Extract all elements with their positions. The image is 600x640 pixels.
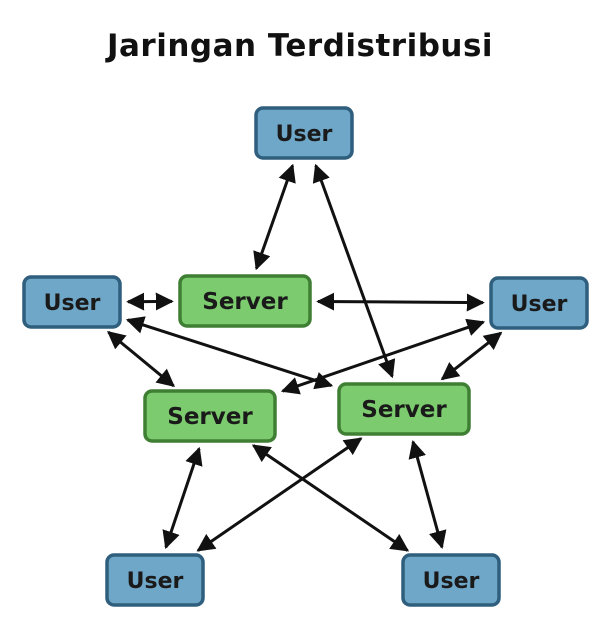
user-bottom-left-box: [105, 553, 205, 607]
arrow-server-right-user-bottom-left: [196, 437, 363, 552]
user-left-box: [22, 275, 122, 329]
user-right-label: User: [511, 292, 568, 317]
node-user-left: User: [22, 275, 122, 329]
arrow-user-top-server-right: [312, 163, 396, 379]
node-user-right: User: [489, 276, 589, 330]
server-top-box: [178, 274, 312, 328]
node-server-right: Server: [337, 382, 471, 436]
node-user-top: User: [254, 106, 354, 160]
arrow-user-top-server-top: [253, 163, 296, 271]
node-server-left: Server: [143, 389, 277, 443]
user-top-box: [254, 106, 354, 160]
user-bottom-right-label: User: [423, 569, 480, 594]
arrow-user-left-server-right: [125, 316, 334, 390]
arrow-server-right-user-bottom-right: [408, 439, 447, 550]
server-left-label: Server: [167, 404, 253, 430]
arrow-user-right-server-left: [280, 318, 486, 395]
user-top-label: User: [276, 122, 333, 147]
server-left-box: [143, 389, 277, 443]
arrow-server-top-user-right: [316, 292, 485, 312]
node-user-bottom-left: User: [105, 553, 205, 607]
node-server-top: Server: [178, 274, 312, 328]
user-right-box: [489, 276, 589, 330]
user-left-label: User: [44, 291, 101, 316]
arrow-user-right-server-right: [440, 331, 503, 381]
user-bottom-right-box: [401, 553, 501, 607]
server-right-label: Server: [361, 397, 447, 423]
diagram-title: Jaringan Terdistribusi: [106, 28, 494, 64]
edges-layer: [107, 163, 503, 552]
server-right-box: [337, 382, 471, 436]
arrow-user-left-server-left: [107, 330, 175, 388]
user-bottom-left-label: User: [127, 569, 184, 594]
arrow-server-left-user-bottom-left: [162, 446, 203, 550]
node-user-bottom-right: User: [401, 553, 501, 607]
server-top-label: Server: [202, 289, 288, 315]
